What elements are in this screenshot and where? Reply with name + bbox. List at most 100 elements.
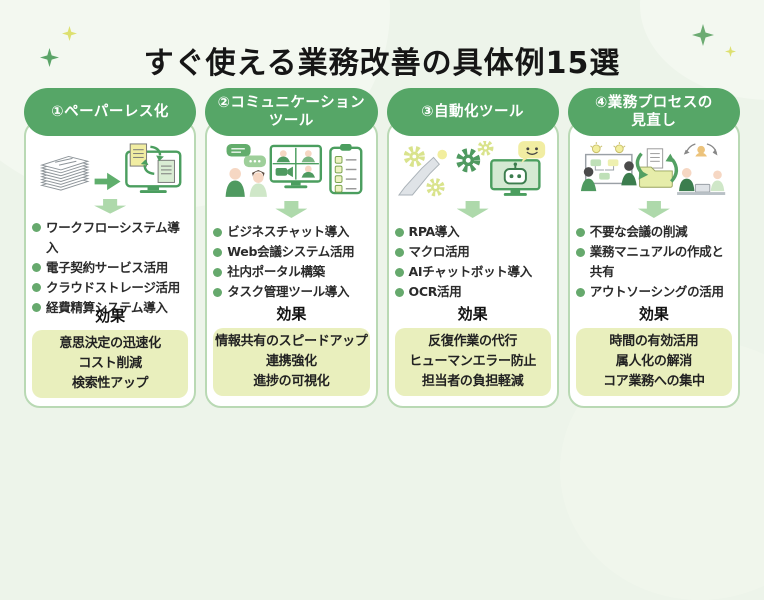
list-item: AIチャットボット導入	[394, 262, 551, 282]
sparkle-icon	[40, 48, 59, 67]
header-line: ②コミュニケーション	[217, 94, 366, 111]
sparkle-icon	[62, 26, 77, 41]
bullet-icon	[394, 287, 404, 297]
down-arrow-icon	[94, 199, 127, 214]
bullet-icon	[394, 247, 404, 257]
list-item: 業務マニュアルの作成と共有	[575, 242, 732, 282]
effect-item: 進捗の可視化	[253, 374, 330, 390]
effect-box: 反復作業の代行 ヒューマンエラー防止 担当者の負担軽減	[394, 328, 551, 397]
process-review-illustration	[575, 140, 733, 198]
bullet-icon	[394, 227, 404, 237]
sparkle-icon	[692, 24, 714, 46]
bullet-icon	[32, 223, 41, 233]
column-4-header: ④業務プロセスの 見直し	[567, 88, 740, 136]
bullet-icon	[32, 303, 41, 313]
column-2-card: ビジネスチャット導入 Web会議システム活用 社内ポータル構築 タスク管理ツール…	[205, 120, 378, 408]
list-item: タスク管理ツール導入	[213, 282, 369, 302]
down-arrow-icon	[275, 201, 308, 218]
effect-label: 効果	[638, 305, 669, 323]
effect-label: 効果	[457, 305, 488, 323]
column-3-header: ③自動化ツール	[386, 88, 559, 136]
list-item-text: タスク管理ツール導入	[227, 284, 350, 299]
infographic: { "title": "すぐ使える業務改善の具体例15選", "effect_l…	[24, 24, 740, 408]
bullet-icon	[213, 287, 223, 297]
list-item-text: アウトソーシングの活用	[589, 284, 724, 299]
column-automation: ③自動化ツール	[386, 88, 559, 408]
effect-box: 情報共有のスピードアップ 連携強化 進捗の可視化	[213, 328, 370, 397]
bullet-icon	[575, 227, 585, 237]
column-paperless: ①ペーパーレス化	[24, 88, 197, 408]
list-item: マクロ活用	[394, 242, 551, 262]
brainstorm-folder-teamwork-icon	[580, 142, 726, 195]
bullet-icon	[32, 283, 41, 293]
automation-illustration	[394, 140, 552, 198]
measure-list: 不要な会議の削減 業務マニュアルの作成と共有 アウトソーシングの活用	[575, 222, 733, 302]
list-item-text: AIチャットボット導入	[408, 264, 533, 279]
paper-stack-to-monitor-icon	[40, 143, 182, 194]
list-item-text: ビジネスチャット導入	[227, 224, 350, 239]
effect-item: ヒューマンエラー防止	[409, 354, 537, 370]
column-1-header: ①ペーパーレス化	[24, 88, 197, 136]
columns-container: ①ペーパーレス化	[24, 88, 740, 408]
list-item: ビジネスチャット導入	[213, 222, 369, 242]
column-process-review: ④業務プロセスの 見直し	[567, 88, 740, 408]
down-arrow-icon	[637, 201, 670, 218]
list-item: OCR活用	[394, 282, 551, 302]
effect-item: 情報共有のスピードアップ	[215, 334, 368, 349]
list-item: Web会議システム活用	[213, 242, 369, 262]
list-item-text: 業務マニュアルの作成と共有	[589, 244, 724, 279]
effect-item: 時間の有効活用	[609, 334, 699, 349]
bullet-icon	[32, 263, 41, 273]
header-line: ③自動化ツール	[421, 103, 525, 120]
effect-item: 検索性アップ	[72, 375, 149, 391]
list-item: 経費精算システム導入	[32, 298, 188, 318]
effect-box: 意思決定の迅速化 コスト削減 検索性アップ	[32, 329, 189, 398]
list-item: RPA導入	[394, 222, 551, 242]
measure-list: ワークフローシステム導入 電子契約サービス活用 クラウドストレージ活用 経費精算…	[31, 218, 189, 315]
communication-illustration	[212, 140, 370, 198]
down-arrow-icon	[456, 201, 489, 218]
list-item-text: ワークフローシステム導入	[46, 219, 180, 255]
page-title: すぐ使える業務改善の具体例15選	[143, 46, 621, 82]
bullet-icon	[213, 247, 223, 257]
list-item: アウトソーシングの活用	[575, 282, 732, 302]
bullet-icon	[575, 247, 585, 257]
sparkle-icon	[725, 46, 736, 57]
column-communication: ②コミュニケーション ツール	[205, 88, 378, 408]
list-item-text: 電子契約サービス活用	[46, 259, 169, 275]
chat-video-checklist-icon	[225, 143, 363, 197]
effect-item: 属人化の解消	[615, 354, 693, 370]
paperless-illustration	[31, 140, 189, 196]
column-4-card: 不要な会議の削減 業務マニュアルの作成と共有 アウトソーシングの活用 効果 時間…	[567, 120, 740, 408]
effect-item: コスト削減	[78, 355, 142, 371]
list-item-text: 不要な会議の削減	[589, 224, 688, 239]
effect-item: 連携強化	[265, 354, 317, 370]
effect-box: 時間の有効活用 属人化の解消 コア業務への集中	[575, 328, 732, 397]
list-item: 社内ポータル構築	[213, 262, 369, 282]
list-item-text: 社内ポータル構築	[227, 264, 325, 279]
list-item: クラウドストレージ活用	[32, 278, 188, 298]
header-line: ④業務プロセスの	[594, 94, 713, 111]
measure-list: RPA導入 マクロ活用 AIチャットボット導入 OCR活用	[394, 222, 552, 302]
header-line: 見直し	[631, 113, 677, 129]
list-item: 電子契約サービス活用	[32, 258, 188, 278]
bullet-icon	[394, 267, 404, 277]
effect-item: 担当者の負担軽減	[421, 374, 524, 390]
effect-label: 効果	[95, 306, 126, 325]
list-item-text: Web会議システム活用	[227, 244, 355, 259]
list-item: 不要な会議の削減	[575, 222, 732, 242]
column-2-header: ②コミュニケーション ツール	[205, 88, 378, 136]
bullet-icon	[213, 227, 223, 237]
effect-item: 意思決定の迅速化	[59, 335, 161, 351]
robot-arm-gears-chatbot-icon	[397, 141, 545, 197]
effect-label: 効果	[276, 305, 307, 323]
effect-item: コア業務への集中	[603, 374, 705, 390]
list-item-text: クラウドストレージ活用	[46, 279, 180, 295]
header-line: ツール	[268, 113, 314, 129]
column-3-card: RPA導入 マクロ活用 AIチャットボット導入 OCR活用 効果 反復作業の代行…	[386, 120, 559, 408]
header-line: ①ペーパーレス化	[51, 103, 169, 120]
list-item-text: OCR活用	[408, 284, 462, 299]
bullet-icon	[575, 287, 585, 297]
column-1-card: ワークフローシステム導入 電子契約サービス活用 クラウドストレージ活用 経費精算…	[24, 120, 197, 408]
bullet-icon	[213, 267, 223, 277]
